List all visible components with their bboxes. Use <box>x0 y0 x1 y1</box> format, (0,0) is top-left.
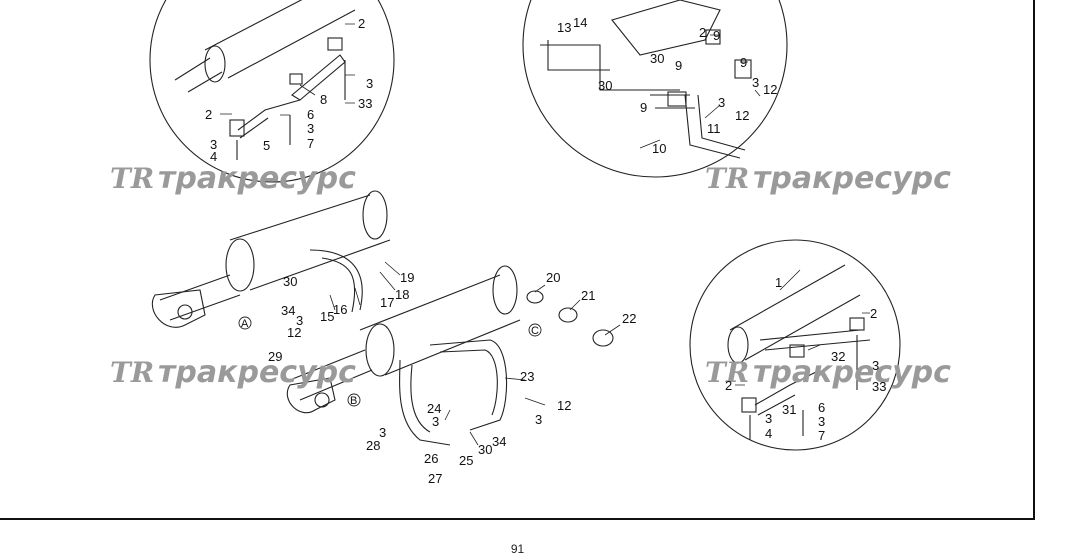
view-marker-a <box>238 316 252 330</box>
bottom-right-detail-cylinder <box>727 264 871 440</box>
callout-23: 23 <box>520 369 534 384</box>
callout-34: 34 <box>281 303 295 318</box>
callout-3: 3 <box>872 358 879 373</box>
page-number: 91 <box>510 542 525 556</box>
callout-27: 27 <box>428 471 442 486</box>
detail-circle-bottom-right <box>689 239 901 451</box>
view-marker-b <box>347 393 361 407</box>
main-cylinder-b <box>286 265 521 446</box>
seal-ring-21 <box>558 307 578 323</box>
callout-20: 20 <box>546 270 560 285</box>
callout-12: 12 <box>763 82 777 97</box>
callout-6: 6 <box>307 107 314 122</box>
callout-28: 28 <box>366 438 380 453</box>
callout-30: 30 <box>598 78 612 93</box>
view-marker-c-label: C <box>531 325 539 337</box>
callout-2: 2 <box>205 107 212 122</box>
detail-circle-left <box>149 0 395 183</box>
view-markers <box>238 316 542 407</box>
callout-2: 2 <box>699 25 706 40</box>
callout-34: 34 <box>492 434 506 449</box>
callout-7: 7 <box>307 136 314 151</box>
callout-6: 6 <box>818 400 825 415</box>
callout-21: 21 <box>581 288 595 303</box>
left-detail-cylinder <box>174 0 356 160</box>
watermark-right-bottom: TR тракресурс <box>705 355 951 390</box>
callout-7: 7 <box>818 428 825 443</box>
watermark-logo: TR <box>110 162 154 195</box>
callout-9: 9 <box>640 100 647 115</box>
watermark-right-top: TR тракресурс <box>705 161 951 196</box>
watermark-logo: TR <box>705 162 749 195</box>
main-cylinder-a <box>151 190 391 328</box>
callout-2: 2 <box>358 16 365 31</box>
callout-2: 2 <box>870 306 877 321</box>
watermark-text: тракресурс <box>158 161 356 196</box>
watermark-logo: TR <box>110 356 154 389</box>
watermark-left-top: TR тракресурс <box>110 161 356 196</box>
callout-3: 3 <box>307 121 314 136</box>
callout-12: 12 <box>735 108 749 123</box>
callout-2: 2 <box>725 378 732 393</box>
callout-labels: 2 3 33 8 2 6 3 7 5 3 4 13 14 2 9 30 9 9 … <box>205 15 886 486</box>
callout-26: 26 <box>424 451 438 466</box>
callout-4: 4 <box>210 149 217 164</box>
callout-25: 25 <box>459 453 473 468</box>
callout-3: 3 <box>432 414 439 429</box>
detail-circle-top-right <box>522 0 788 178</box>
watermark-text: тракресурс <box>753 161 951 196</box>
callout-13: 13 <box>557 20 571 35</box>
callout-9: 9 <box>740 55 747 70</box>
callout-14: 14 <box>573 15 587 30</box>
callout-22: 22 <box>622 311 636 326</box>
callout-33: 33 <box>358 96 372 111</box>
watermark-text: тракресурс <box>753 355 951 390</box>
top-right-detail-valve <box>540 0 752 159</box>
page-frame <box>0 0 1035 520</box>
callout-9: 9 <box>713 28 720 43</box>
view-marker-b-label: B <box>350 395 357 407</box>
callout-24: 24 <box>427 401 441 416</box>
callout-3: 3 <box>752 75 759 90</box>
seal-ring-20 <box>526 290 544 304</box>
callout-9: 9 <box>675 58 682 73</box>
callout-5: 5 <box>263 138 270 153</box>
callout-11: 11 <box>707 121 721 136</box>
callout-18: 18 <box>395 287 409 302</box>
watermark-left-bottom: TR тракресурс <box>110 355 356 390</box>
callout-8: 8 <box>320 92 327 107</box>
callout-30: 30 <box>478 442 492 457</box>
callout-3: 3 <box>765 411 772 426</box>
callout-1: 1 <box>775 275 782 290</box>
callout-15: 15 <box>320 309 334 324</box>
callout-3: 3 <box>379 425 386 440</box>
callout-3: 3 <box>366 76 373 91</box>
callout-3: 3 <box>296 313 303 328</box>
callout-3: 3 <box>718 95 725 110</box>
callout-31: 31 <box>782 402 796 417</box>
callout-32: 32 <box>831 349 845 364</box>
callout-3: 3 <box>818 414 825 429</box>
callout-3: 3 <box>210 137 217 152</box>
watermark-text: тракресурс <box>158 355 356 390</box>
callout-4: 4 <box>765 426 772 441</box>
view-marker-c <box>528 323 542 337</box>
callout-12: 12 <box>557 398 571 413</box>
seal-ring-22 <box>592 329 614 347</box>
view-marker-a-label: A <box>241 318 249 330</box>
callout-30: 30 <box>650 51 664 66</box>
callout-17: 17 <box>380 295 394 310</box>
callout-3: 3 <box>535 412 542 427</box>
watermark-logo: TR <box>705 356 749 389</box>
callout-12: 12 <box>287 325 301 340</box>
callout-19: 19 <box>400 270 414 285</box>
callout-16: 16 <box>333 302 347 317</box>
callout-10: 10 <box>652 141 666 156</box>
callout-33: 33 <box>872 379 886 394</box>
callout-29: 29 <box>268 349 282 364</box>
callout-30: 30 <box>283 274 297 289</box>
